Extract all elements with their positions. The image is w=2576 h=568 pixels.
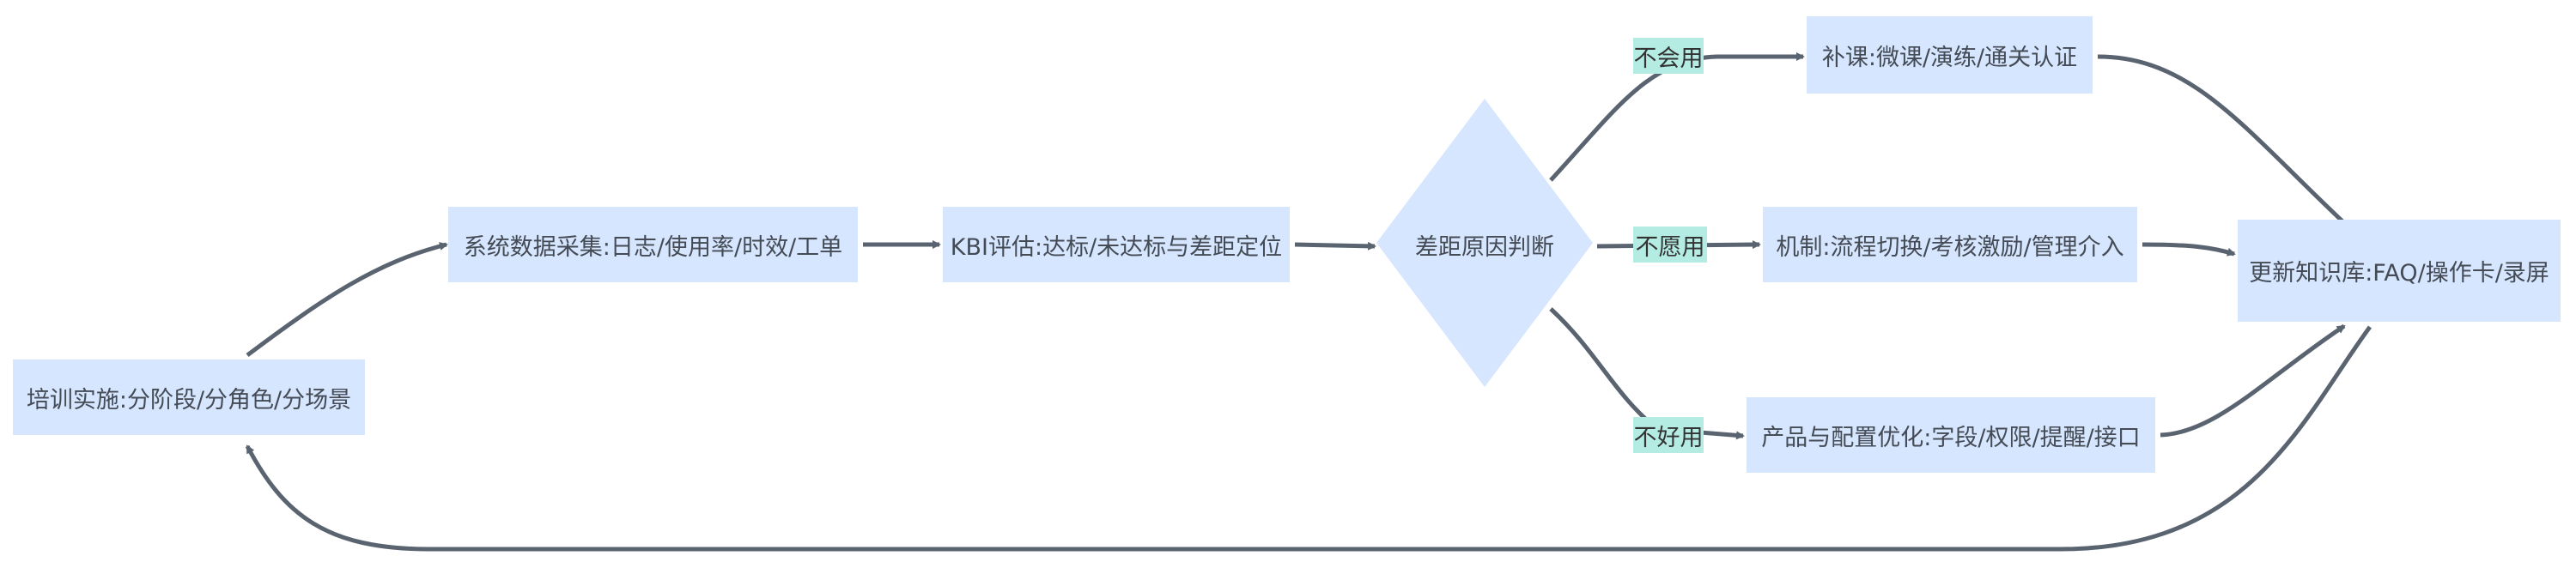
- edge-product-knowledge: [2160, 323, 2346, 438]
- node-training-label: 培训实施:分阶段/分角色/分场景: [26, 386, 352, 414]
- node-product-label: 产品与配置优化:字段/权限/提醒/接口: [1761, 424, 2141, 451]
- node-collect: 系统数据采集:日志/使用率/时效/工单: [448, 207, 858, 282]
- node-mechanism-label: 机制:流程切换/考核激励/管理介入: [1776, 233, 2124, 261]
- node-mechanism: 机制:流程切换/考核激励/管理介入: [1763, 207, 2137, 282]
- edge-knowledge-training: [245, 325, 2372, 552]
- edge-label-cant-use: 不会用: [1633, 38, 1704, 74]
- edge-kbi-decision: [1294, 241, 1376, 251]
- node-decision: 差距原因判断: [1376, 207, 1593, 282]
- edge-decision-remedial: [1549, 52, 1805, 182]
- node-remedial: 补课:微课/演练/通关认证: [1807, 16, 2093, 94]
- edge-remedial-knowledge: [2097, 54, 2368, 245]
- node-knowledge-label: 更新知识库:FAQ/操作卡/录屏: [2249, 260, 2549, 287]
- node-product: 产品与配置优化:字段/权限/提醒/接口: [1747, 397, 2155, 473]
- edge-training-collect: [246, 242, 448, 358]
- node-training: 培训实施:分阶段/分角色/分场景: [13, 360, 365, 435]
- edge-mechanism-knowledge: [2142, 242, 2236, 257]
- node-knowledge: 更新知识库:FAQ/操作卡/录屏: [2238, 220, 2561, 322]
- decision-diamond: [1376, 99, 1593, 387]
- node-decision-label: 差距原因判断: [1415, 233, 1554, 261]
- node-kbi: KBI评估:达标/未达标与差距定位: [943, 207, 1290, 282]
- node-collect-label: 系统数据采集:日志/使用率/时效/工单: [463, 233, 843, 261]
- node-kbi-label: KBI评估:达标/未达标与差距定位: [950, 233, 1283, 261]
- node-remedial-label: 补课:微课/演练/通关认证: [1821, 44, 2078, 71]
- edge-label-unwilling: 不愿用: [1633, 227, 1707, 263]
- edge-label-hard-to-use: 不好用: [1633, 417, 1704, 453]
